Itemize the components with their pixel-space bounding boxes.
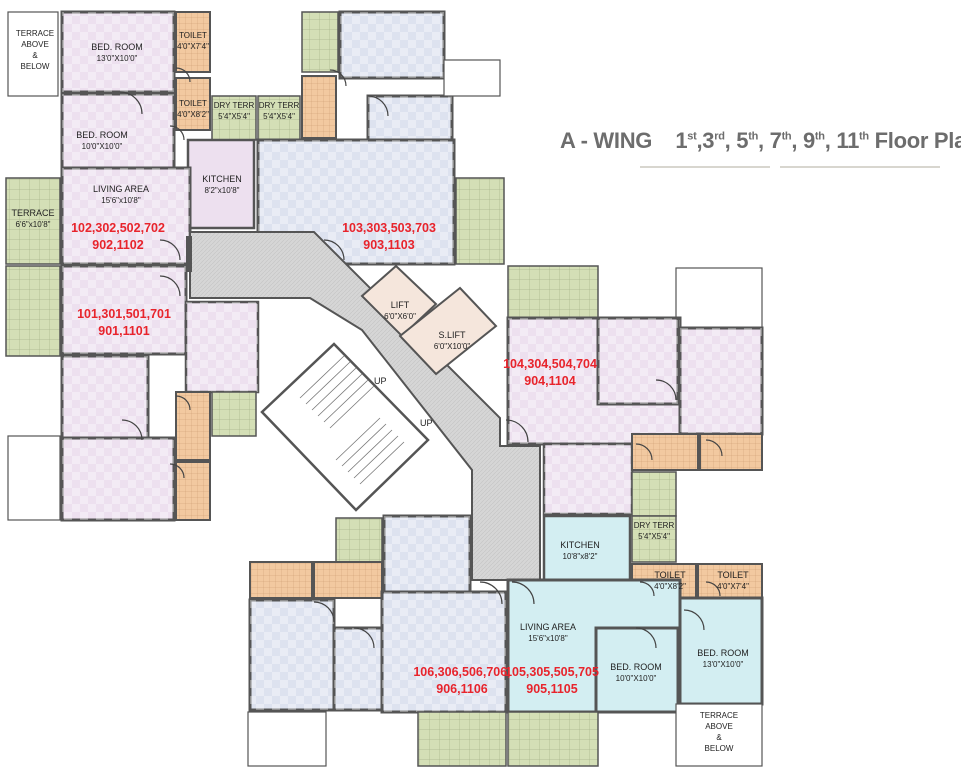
stair-up-label-2: UP bbox=[420, 418, 433, 428]
flat-106-group bbox=[247, 514, 508, 767]
flat-101-group bbox=[5, 264, 260, 522]
unit-number-106: 106,306,506,706,906,1106 bbox=[413, 665, 511, 696]
terrace-above-label-br: TERRACE ABOVE & BELOW bbox=[699, 711, 739, 753]
toilet-tl-1 bbox=[175, 11, 211, 73]
floor-list: 1st,3rd, 5th, 7th, 9th, 11th bbox=[675, 128, 869, 153]
flat-102-group bbox=[5, 10, 301, 266]
kitchen-tl bbox=[186, 138, 256, 230]
flat-103-group bbox=[256, 10, 505, 266]
terrace-l bbox=[5, 177, 61, 265]
s-lift-box bbox=[398, 286, 498, 376]
lift-box bbox=[360, 264, 438, 338]
stair-up-label-1: UP bbox=[374, 376, 387, 386]
flat-104-group bbox=[506, 265, 764, 517]
wing-name: A - WING bbox=[560, 128, 653, 153]
flat-105-group bbox=[506, 514, 764, 767]
title-suffix: Floor Plan bbox=[874, 128, 961, 153]
terrace-above-label-tl: TERRACE ABOVE & BELOW bbox=[15, 29, 55, 71]
corridor bbox=[189, 231, 541, 581]
title-rule-right bbox=[780, 166, 940, 168]
stair-block bbox=[260, 342, 430, 512]
toilet-tl-2 bbox=[175, 77, 211, 131]
terrace-above-tl bbox=[7, 11, 59, 97]
plan-title: A - WING 1st,3rd, 5th, 7th, 9th, 11th Fl… bbox=[560, 128, 961, 154]
core-group bbox=[186, 231, 541, 581]
title-rule-left bbox=[640, 166, 770, 168]
door-swings bbox=[119, 67, 723, 649]
